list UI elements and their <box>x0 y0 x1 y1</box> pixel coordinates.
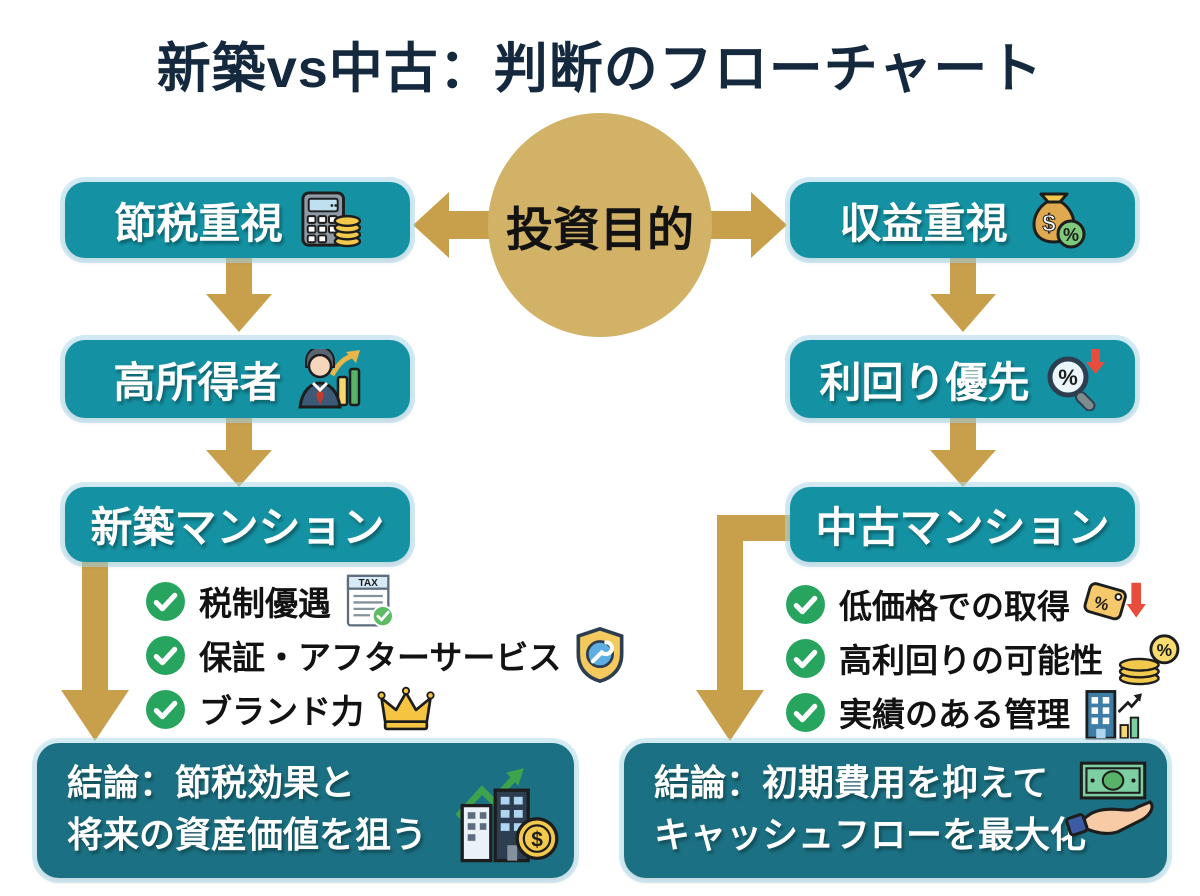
arrow-right-to-conclusion <box>696 515 790 741</box>
crown-icon <box>377 685 435 733</box>
node-label: 高所得者 <box>113 358 282 406</box>
hand-money-icon <box>1065 759 1157 845</box>
list-item: 実績のある管理 <box>785 684 1180 740</box>
check-icon <box>785 692 826 733</box>
conclusion-line1: 結論：節税効果と <box>67 762 356 803</box>
node-label: 節税重視 <box>114 199 283 247</box>
page-title: 新築vs中古：判断のフローチャート <box>156 39 1044 99</box>
conclusion-line1: 結論：初期費用を抑えて <box>654 762 1049 803</box>
arrow-right-step1-step2 <box>930 258 996 332</box>
root-node-investment-purpose: 投資目的 <box>488 113 712 337</box>
check-icon <box>785 638 826 679</box>
right-checklist: 低価格での取得 % 高利回りの可能性 <box>785 578 1180 740</box>
checklist-label: 保証・アフターサービス <box>199 639 562 676</box>
price-tag-down-icon: % <box>1083 577 1147 631</box>
root-node-label: 投資目的 <box>506 202 694 256</box>
svg-text:$: $ <box>1042 210 1056 237</box>
svg-text:%: % <box>1062 225 1078 245</box>
node-high-income: 高所得者 <box>65 340 410 418</box>
arrow-right-step2-step3 <box>930 418 996 487</box>
list-item: 低価格での取得 % <box>785 578 1180 630</box>
shield-wrench-icon <box>574 626 626 684</box>
businessman-chart-icon <box>296 346 362 409</box>
conclusion-line2: キャッシュフローを最大化 <box>654 814 1087 855</box>
check-icon <box>785 584 826 625</box>
list-item: ブランド力 <box>145 683 626 735</box>
building-chart-icon <box>1083 684 1143 740</box>
calculator-coins-icon <box>297 191 361 249</box>
magnifier-percent-icon: % <box>1044 347 1106 412</box>
conclusion-left: 結論：節税効果と 将来の資産価値を狙う $ <box>37 743 574 878</box>
arrow-left-step1-step2 <box>206 258 272 332</box>
node-label: 利回り優先 <box>819 358 1030 406</box>
check-icon <box>145 581 186 622</box>
conclusion-line2: 将来の資産価値を狙う <box>67 814 428 855</box>
checklist-label: 税制優遇 <box>199 585 331 622</box>
node-label: 収益重視 <box>839 199 1008 247</box>
buildings-coin-icon: $ <box>448 755 560 865</box>
coins-percent-icon: % <box>1116 630 1180 686</box>
svg-text:%: % <box>1092 593 1111 614</box>
node-yield-priority: 利回り優先 % <box>790 340 1135 418</box>
node-new-condo: 新築マンション <box>65 487 410 562</box>
money-bag-icon: $ % <box>1022 190 1086 250</box>
svg-text:%: % <box>1157 640 1172 660</box>
list-item: 税制優遇 TAX <box>145 574 626 629</box>
arrow-left-to-conclusion <box>61 560 129 741</box>
checklist-label: ブランド力 <box>199 693 364 730</box>
node-label: 中古マンション <box>815 504 1110 551</box>
checklist-label: 実績のある管理 <box>839 696 1070 733</box>
list-item: 保証・アフターサービス <box>145 626 626 684</box>
node-label: 新築マンション <box>90 504 385 551</box>
check-icon <box>145 689 186 730</box>
checklist-label: 高利回りの可能性 <box>839 642 1103 679</box>
checklist-label: 低価格での取得 <box>839 588 1070 625</box>
svg-text:$: $ <box>531 828 543 851</box>
svg-text:TAX: TAX <box>358 577 378 588</box>
node-tax-saving-focus: 節税重視 <box>65 182 410 258</box>
conclusion-right: 結論：初期費用を抑えて キャッシュフローを最大化 <box>624 743 1167 878</box>
list-item: 高利回りの可能性 % <box>785 630 1180 686</box>
tax-document-icon: TAX <box>344 574 396 629</box>
node-used-condo: 中古マンション <box>790 487 1135 562</box>
node-profit-focus: 収益重視 $ % <box>790 182 1135 258</box>
check-icon <box>145 635 186 676</box>
left-checklist: 税制優遇 TAX 保証・アフターサービス <box>145 574 626 737</box>
svg-text:%: % <box>1058 365 1078 390</box>
arrow-left-step2-step3 <box>206 418 272 487</box>
